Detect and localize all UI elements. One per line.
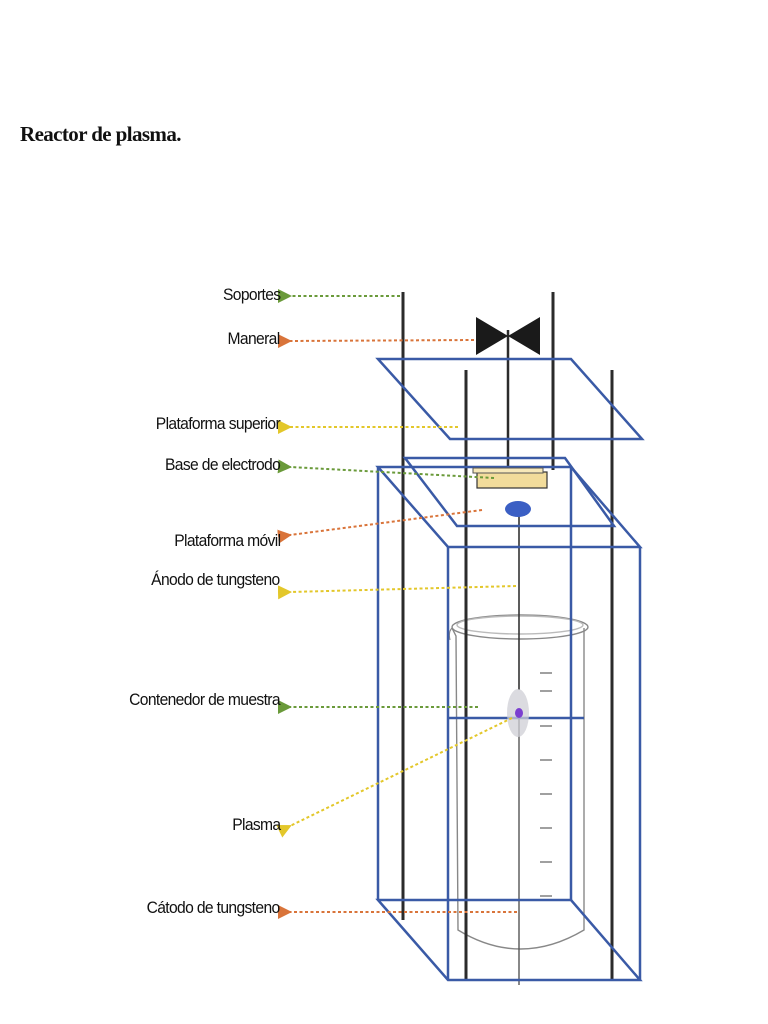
electrode-base-top	[472, 467, 544, 474]
moving-platform	[402, 456, 617, 528]
reactor-frame	[375, 465, 643, 982]
electrode-base	[476, 471, 548, 489]
label-catodo: Cátodo de tungsteno	[147, 898, 281, 917]
page-title: Reactor de plasma.	[20, 122, 181, 146]
label-anodo: Ánodo de tungsteno	[151, 570, 281, 589]
support-rods	[401, 292, 614, 980]
beaker-graduation-marks	[540, 672, 552, 897]
leader-plasma	[276, 717, 513, 838]
leader-maneral	[277, 334, 475, 349]
label-plataforma-superior: Plataforma superior	[155, 414, 281, 433]
label-plataforma-movil: Plataforma móvil	[173, 531, 281, 550]
moving-platform-disc	[505, 501, 531, 517]
leader-plataforma-movil	[277, 509, 483, 544]
plasma-core	[515, 708, 523, 718]
beaker	[448, 614, 589, 950]
leader-lines	[276, 289, 517, 919]
top-platform	[375, 357, 645, 441]
leader-anodo	[277, 585, 517, 600]
label-base-electrodo: Base de electrodo	[164, 455, 281, 474]
label-contenedor: Contenedor de muestra	[129, 690, 280, 709]
label-plasma: Plasma	[231, 815, 281, 834]
maneral-valve-icon	[476, 317, 540, 355]
label-soportes: Soportes	[222, 285, 281, 304]
leader-base-electrodo	[277, 459, 495, 479]
label-maneral: Maneral	[227, 329, 281, 348]
